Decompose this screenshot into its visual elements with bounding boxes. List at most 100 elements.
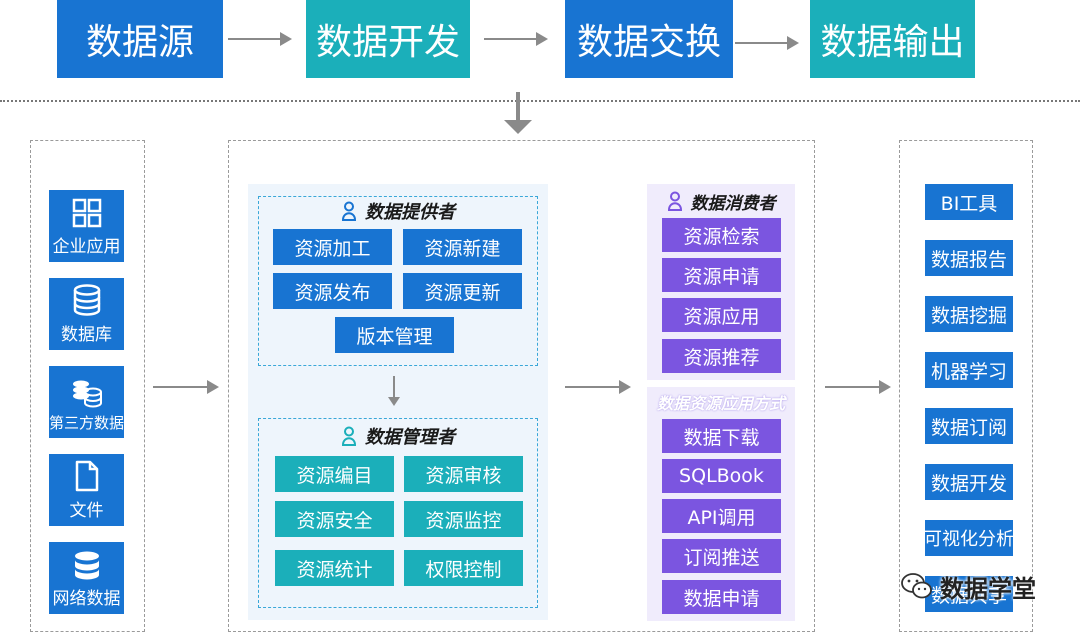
- app-btn-data-download[interactable]: 数据下载: [662, 419, 781, 453]
- consumer-btn-resource-search[interactable]: 资源检索: [662, 218, 781, 252]
- wechat-icon: [901, 573, 932, 599]
- source-label: 企业应用: [52, 237, 121, 257]
- button-label: 资源统计: [296, 558, 373, 581]
- flow-stage-label: 数据源: [85, 22, 194, 63]
- app-btn-data-request[interactable]: 数据申请: [662, 580, 781, 614]
- grid-icon: [72, 198, 101, 228]
- output-machine-learning[interactable]: 机器学习: [925, 352, 1013, 388]
- section-divider: [0, 100, 1080, 102]
- source-label: 网络数据: [52, 589, 121, 609]
- source-third-party-data: 第三方数据: [49, 366, 124, 438]
- button-label: 资源应用: [683, 305, 760, 328]
- button-label: 资源新建: [424, 237, 501, 260]
- button-label: 资源推荐: [683, 346, 760, 369]
- consumer-title: 数据消费者: [647, 188, 795, 214]
- application-title-label: 数据资源应用方式: [656, 394, 785, 413]
- provider-title-label: 数据提供者: [365, 202, 455, 223]
- source-database: 数据库: [49, 278, 124, 350]
- output-label: 数据挖掘: [930, 304, 1007, 327]
- consumer-btn-resource-use[interactable]: 资源应用: [662, 298, 781, 332]
- database-icon: [74, 551, 99, 580]
- output-data-mining[interactable]: 数据挖掘: [925, 296, 1013, 332]
- consumer-btn-resource-apply[interactable]: 资源申请: [662, 258, 781, 292]
- provider-title: 数据提供者: [258, 198, 538, 224]
- provider-btn-version-management[interactable]: 版本管理: [335, 317, 454, 353]
- button-label: 资源审核: [425, 464, 502, 487]
- source-enterprise-app: 企业应用: [49, 190, 124, 262]
- source-label: 文件: [69, 501, 104, 521]
- output-visual-analysis[interactable]: 可视化分析: [925, 520, 1013, 556]
- person-icon: [667, 191, 682, 211]
- flow-arrow: [735, 36, 799, 50]
- person-icon: [341, 426, 357, 446]
- output-bi-tools[interactable]: BI工具: [925, 184, 1013, 220]
- button-label: 数据申请: [683, 587, 760, 610]
- flow-stage-data-source: 数据源: [57, 0, 223, 78]
- output-data-report[interactable]: 数据报告: [925, 240, 1013, 276]
- manager-btn-permission-control[interactable]: 权限控制: [404, 550, 523, 586]
- manager-btn-resource-security[interactable]: 资源安全: [275, 501, 394, 537]
- manager-btn-resource-catalog[interactable]: 资源编目: [275, 456, 394, 492]
- button-label: 资源加工: [294, 237, 371, 260]
- button-label: API调用: [687, 506, 756, 529]
- flow-stage-data-output: 数据输出: [810, 0, 975, 78]
- manager-btn-resource-review[interactable]: 资源审核: [404, 456, 523, 492]
- output-data-subscription[interactable]: 数据订阅: [925, 408, 1013, 444]
- source-file: 文件: [49, 454, 124, 526]
- source-network-data: 网络数据: [49, 542, 124, 614]
- button-label: 资源发布: [294, 281, 371, 304]
- output-label: BI工具: [940, 192, 998, 215]
- output-data-development[interactable]: 数据开发: [925, 464, 1013, 500]
- app-btn-sqlbook[interactable]: SQLBook: [662, 459, 781, 493]
- flow-stage-data-development: 数据开发: [306, 0, 470, 78]
- button-label: 资源申请: [683, 265, 760, 288]
- provider-btn-resource-update[interactable]: 资源更新: [403, 273, 522, 309]
- exchange-panel: [228, 140, 815, 632]
- output-label: 数据开发: [930, 472, 1007, 495]
- flow-arrow: [228, 32, 292, 46]
- flow-stage-label: 数据开发: [315, 22, 460, 63]
- flow-arrow: [565, 380, 631, 394]
- manager-box: [258, 418, 538, 608]
- application-title: 数据资源应用方式: [647, 390, 795, 414]
- button-label: 资源安全: [296, 509, 373, 532]
- button-label: 版本管理: [356, 325, 433, 348]
- output-data-sharing[interactable]: 数据共享: [925, 576, 1013, 612]
- manager-btn-resource-statistics[interactable]: 资源统计: [275, 550, 394, 586]
- button-label: 数据下载: [683, 426, 760, 449]
- button-label: 资源更新: [424, 281, 501, 304]
- flow-arrow: [484, 32, 548, 46]
- flow-arrow: [825, 380, 891, 394]
- manager-title: 数据管理者: [258, 423, 538, 449]
- provider-btn-resource-create[interactable]: 资源新建: [403, 229, 522, 265]
- app-btn-api-call[interactable]: API调用: [662, 499, 781, 533]
- consumer-title-label: 数据消费者: [690, 193, 776, 214]
- provider-btn-resource-publish[interactable]: 资源发布: [273, 273, 392, 309]
- database-icon: [73, 284, 100, 316]
- button-label: 权限控制: [425, 558, 502, 581]
- output-label: 数据订阅: [930, 416, 1007, 439]
- flow-arrow: [153, 380, 219, 394]
- flow-stage-label: 数据交换: [576, 22, 721, 63]
- app-btn-subscription-push[interactable]: 订阅推送: [662, 539, 781, 573]
- manager-btn-resource-monitor[interactable]: 资源监控: [404, 501, 523, 537]
- output-label: 数据共享: [930, 584, 1007, 607]
- watermark: 数据学堂: [900, 566, 1050, 606]
- person-icon: [341, 201, 357, 221]
- outputs-panel: [899, 140, 1033, 632]
- button-label: 资源编目: [296, 464, 373, 487]
- output-label: 数据报告: [930, 248, 1007, 271]
- flow-stage-data-exchange: 数据交换: [565, 0, 733, 78]
- flow-stage-label: 数据输出: [820, 22, 965, 63]
- source-label: 数据库: [61, 325, 112, 345]
- sources-panel: [30, 140, 145, 632]
- provider-box: [258, 196, 538, 366]
- down-arrow: [504, 92, 532, 134]
- file-icon: [75, 460, 98, 492]
- provider-btn-resource-processing[interactable]: 资源加工: [273, 229, 392, 265]
- button-label: SQLBook: [679, 465, 764, 487]
- output-label: 机器学习: [930, 360, 1007, 383]
- output-label: 可视化分析: [925, 529, 1013, 550]
- consumer-btn-resource-recommend[interactable]: 资源推荐: [662, 339, 781, 373]
- button-label: 订阅推送: [683, 546, 760, 569]
